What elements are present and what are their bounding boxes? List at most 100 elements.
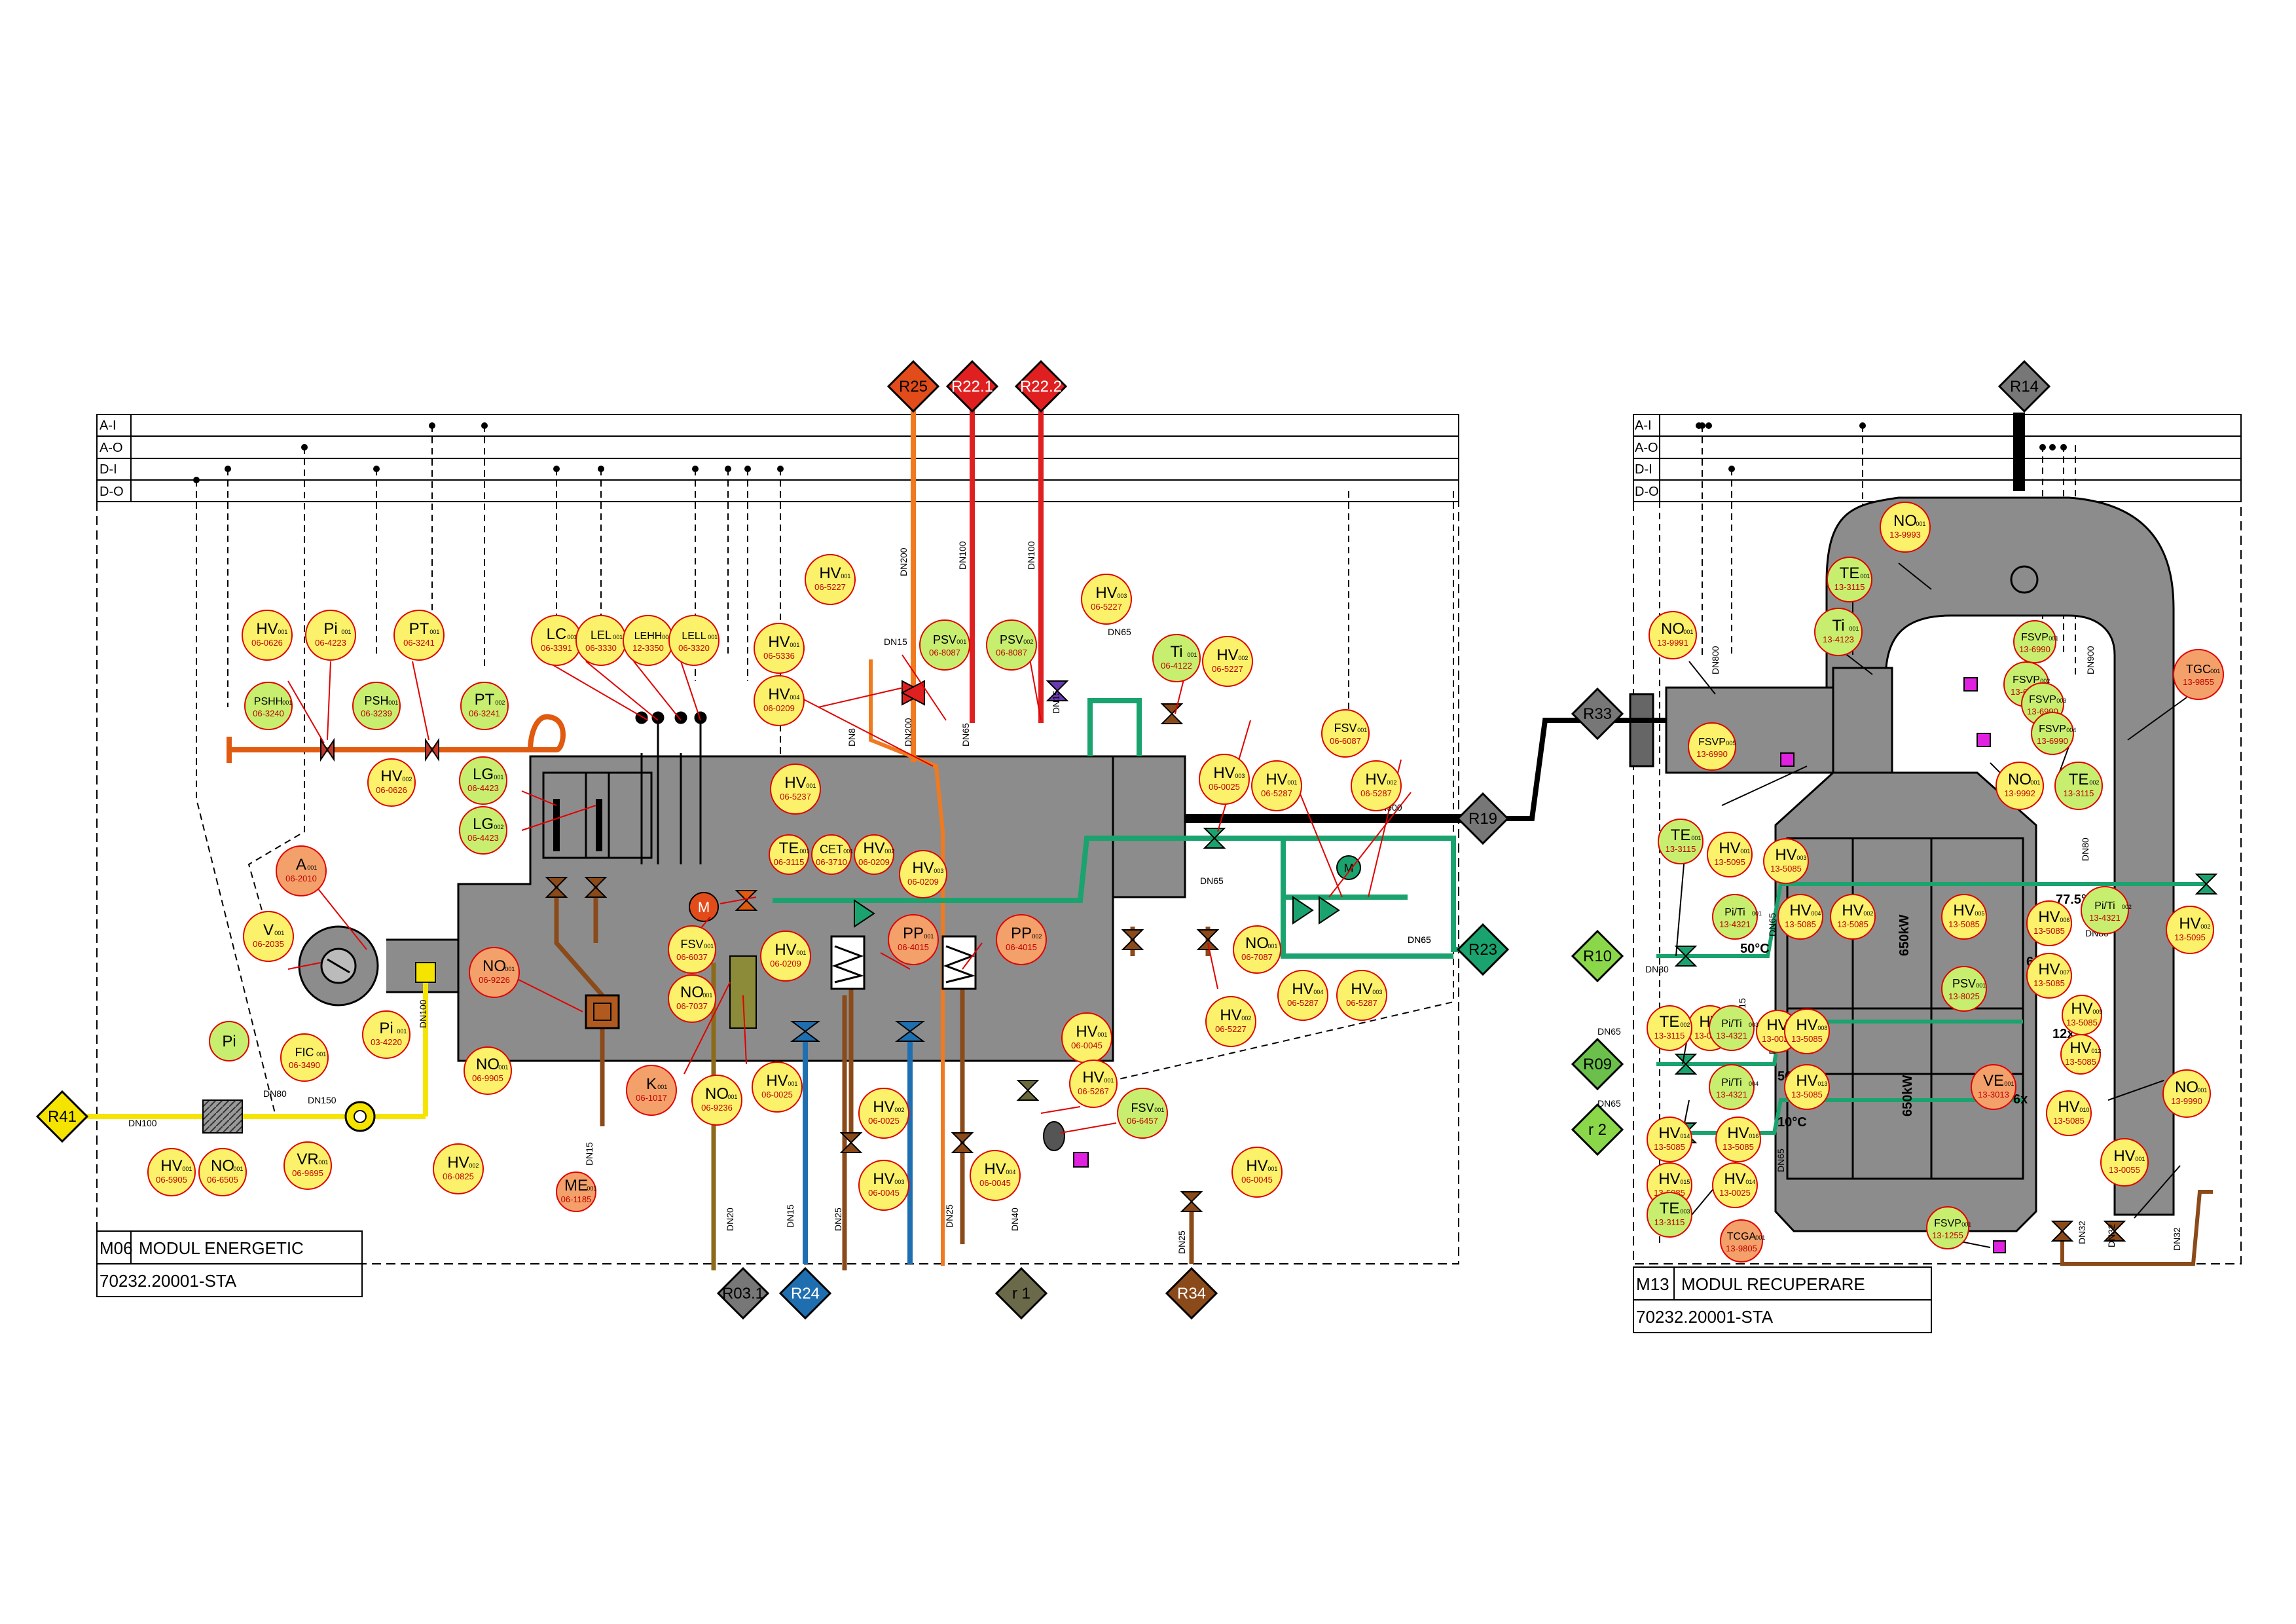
connector-diamond: r 2 — [1571, 1103, 1624, 1156]
instrument-number: 06-7037 — [676, 1001, 708, 1011]
instrument-number: 06-3391 — [541, 643, 572, 653]
instrument-tag: HV — [447, 1154, 469, 1172]
connector-label: R23 — [1468, 941, 1497, 959]
instrument-suffix: 010 — [2079, 1107, 2089, 1113]
annotation-label: 50°C — [1740, 942, 1770, 956]
title-block-m06: M06 MODUL ENERGETIC 70232.20001-STA — [96, 1230, 363, 1297]
instrument-tag: Pi — [323, 620, 337, 638]
instrument-suffix: 001 — [790, 642, 799, 648]
instrument-tag: LELL — [682, 631, 706, 642]
instrument-tag: HV — [912, 859, 934, 877]
instrument-tag: FSV — [1131, 1101, 1154, 1115]
instrument-suffix: 005 — [1975, 910, 1984, 917]
instrument-tag: FSVP — [1934, 1218, 1961, 1229]
instrument-number: 06-3710 — [816, 857, 847, 867]
instrument-number: 06-9236 — [701, 1103, 733, 1113]
instrument-number: 06-0045 — [1071, 1041, 1102, 1050]
instrument-tag: HV — [2058, 1098, 2079, 1116]
instrument-number: 13-3115 — [1834, 582, 1865, 592]
pipe-size-label: DN80 — [2080, 838, 2090, 861]
bus-label: D-O — [100, 485, 124, 499]
instrument-tag: HV — [2113, 1147, 2135, 1165]
annotation-label: 6x — [2013, 1092, 2028, 1107]
instrument-number: 06-0825 — [443, 1172, 474, 1181]
instrument-number: 06-0209 — [763, 703, 795, 713]
bus-label: D-I — [100, 462, 117, 477]
instrument-number: 13-3115 — [2064, 788, 2094, 798]
instrument-suffix: 001 — [397, 1028, 407, 1035]
instrument-tag: TCGA — [1727, 1231, 1757, 1242]
instrument-number: 06-1185 — [561, 1194, 592, 1204]
instrument-tag: HV — [1266, 771, 1287, 788]
instrument-number: 06-0045 — [979, 1178, 1011, 1188]
instrument-suffix: 002 — [1387, 779, 1396, 786]
instrument-tag: TE — [1660, 1013, 1680, 1031]
instrument-number: 13-5095 — [1714, 857, 1745, 867]
instrument-number: 13-9993 — [1889, 530, 1921, 540]
instrument-suffix: 001 — [708, 634, 718, 640]
instrument-number: 06-4122 — [1161, 661, 1192, 671]
pipe-size-label: DN200 — [898, 547, 909, 576]
instrument-number: 13-5085 — [2033, 978, 2065, 988]
instrument-tag: VR — [297, 1151, 318, 1168]
instrument-suffix: 001 — [505, 966, 515, 972]
m06-module-body — [298, 755, 1186, 1062]
connector-diamond: R24 — [778, 1266, 832, 1320]
instrument-suffix: 002 — [2200, 923, 2210, 930]
instrument-number: 13-3013 — [1978, 1090, 2009, 1099]
instrument-number: 06-5237 — [780, 792, 811, 802]
instrument-number: 06-8087 — [929, 648, 960, 657]
instrument-suffix: 002 — [2089, 779, 2099, 786]
instrument-number: 13-6990 — [1696, 749, 1728, 759]
instrument-tag: Ti — [1832, 617, 1844, 635]
instrument-suffix: 001 — [704, 943, 714, 950]
instrument-suffix: 001 — [657, 1084, 667, 1090]
pipe-size-label: DN65 — [1597, 1098, 1621, 1109]
instrument-tag: HV — [1775, 846, 1796, 864]
m13-drains — [2060, 1190, 2213, 1266]
burner-motor: M — [689, 892, 719, 922]
leader-lines — [287, 648, 1412, 1134]
instrument-number: 06-4423 — [467, 783, 499, 793]
instrument-number: 13-4321 — [1716, 1031, 1747, 1041]
instrument-suffix: 001 — [388, 699, 398, 706]
instrument-tag: LC — [547, 625, 567, 643]
instrument-number: 06-3241 — [469, 709, 500, 718]
instrument-suffix: 015 — [1680, 1179, 1690, 1185]
bus-label: D-I — [1635, 462, 1652, 477]
instrument-tag: HV — [1658, 1170, 1680, 1188]
pipe-size-label: DN100 — [128, 1118, 157, 1128]
instrument-tag: LEHH — [634, 631, 663, 642]
instrument-number: 06-4423 — [467, 833, 499, 843]
instrument-tag: HV — [380, 767, 402, 785]
instrument-suffix: 003 — [1680, 1208, 1690, 1215]
instrument-suffix: 013 — [1817, 1080, 1827, 1087]
connector-label: R41 — [48, 1108, 77, 1126]
instrument-tag: HV — [2038, 908, 2060, 926]
instrument-number: 06-0209 — [858, 857, 890, 867]
bus-label: A-O — [1635, 441, 1658, 455]
pipe-size-label: DN40 — [1010, 1208, 1020, 1231]
